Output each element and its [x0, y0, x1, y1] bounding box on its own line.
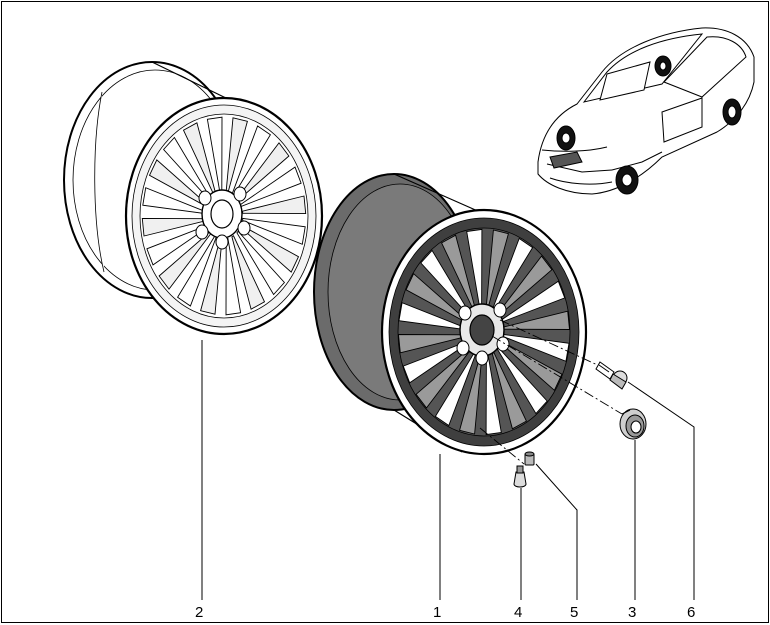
callout-3: 3: [628, 604, 636, 621]
callout-leader-lines: [201, 340, 695, 600]
wheel-spoke: [242, 217, 306, 245]
wheel-assembly-spokes: [398, 228, 570, 436]
car-illustration: [537, 27, 755, 195]
valve-cap: [524, 451, 535, 466]
wheel-bolt: [595, 361, 628, 390]
wheel-spoke: [236, 230, 286, 296]
callout-2: 2: [195, 604, 203, 621]
callout-4: 4: [514, 604, 522, 621]
callout-6: 6: [687, 604, 695, 621]
callout-5: 5: [570, 604, 578, 621]
callout-labels: 2 1 4 5 3 6: [195, 604, 695, 621]
center-cap: [619, 408, 647, 440]
wheel-spoke: [241, 195, 307, 215]
leader-line-5: [535, 463, 578, 600]
wheel-spoke: [231, 235, 266, 310]
assembly-axis-lines: [479, 319, 623, 465]
wheel-rim-outline-hub: [195, 186, 251, 250]
wheel-rim-outline-spokes: [141, 116, 307, 316]
wheel-assembly-hub: [456, 302, 510, 366]
leader-line-6: [627, 381, 695, 600]
tire-valve: [513, 465, 527, 488]
callout-1: 1: [433, 604, 441, 621]
